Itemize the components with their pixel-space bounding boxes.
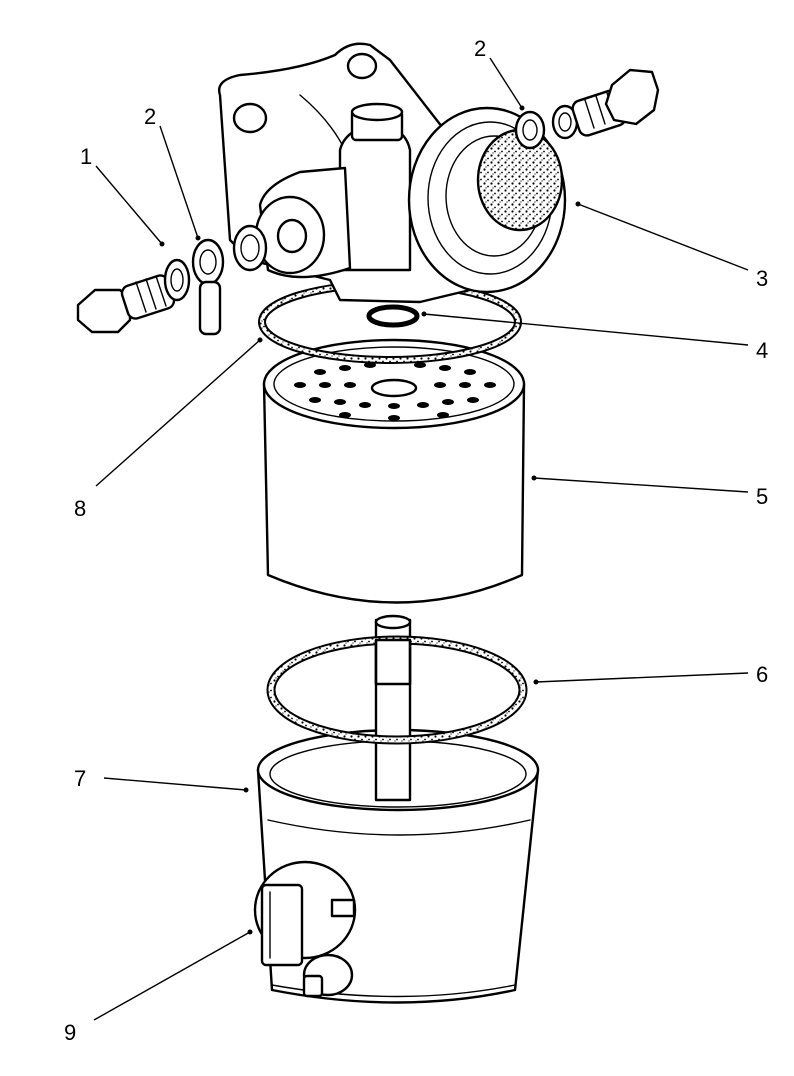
callout-2-right: 2	[474, 36, 486, 61]
callout-7: 7	[74, 766, 86, 791]
filter-element	[262, 338, 526, 604]
callout-2-left: 2	[144, 104, 156, 129]
sealing-washer	[514, 110, 546, 150]
o-ring	[366, 304, 420, 328]
callout-6: 6	[756, 662, 768, 687]
callout-5: 5	[756, 484, 768, 509]
drain-valve	[253, 860, 357, 998]
bowl-seal	[266, 635, 528, 745]
inlet-banjo-bolt	[76, 274, 176, 334]
sealing-washer	[163, 258, 191, 302]
sealing-washer	[232, 224, 268, 272]
callout-8: 8	[74, 496, 86, 521]
callout-3: 3	[756, 266, 768, 291]
callout-1: 1	[80, 144, 92, 169]
priming-pump	[407, 106, 567, 294]
callout-9: 9	[64, 1020, 76, 1045]
outlet-banjo-bolt	[571, 68, 660, 137]
leader-lines	[93, 57, 749, 1021]
banjo-union	[191, 238, 225, 336]
callout-4: 4	[756, 338, 768, 363]
